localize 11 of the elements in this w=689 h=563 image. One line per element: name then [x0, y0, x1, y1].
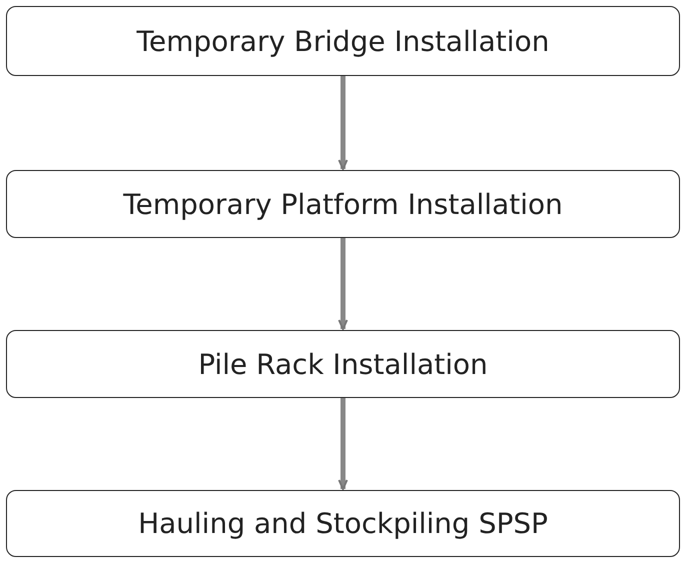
arrow [338, 76, 348, 170]
arrow [338, 398, 348, 490]
step-label: Hauling and Stockpiling SPSP [138, 507, 548, 540]
step-label: Temporary Platform Installation [123, 188, 563, 220]
process-box [6, 490, 680, 557]
process-box [6, 6, 680, 76]
step-label: Temporary Bridge Installation [136, 24, 550, 58]
process-box [6, 330, 680, 398]
process-box [6, 170, 680, 238]
step-label: Pile Rack Installation [198, 348, 488, 380]
arrow [338, 238, 348, 330]
